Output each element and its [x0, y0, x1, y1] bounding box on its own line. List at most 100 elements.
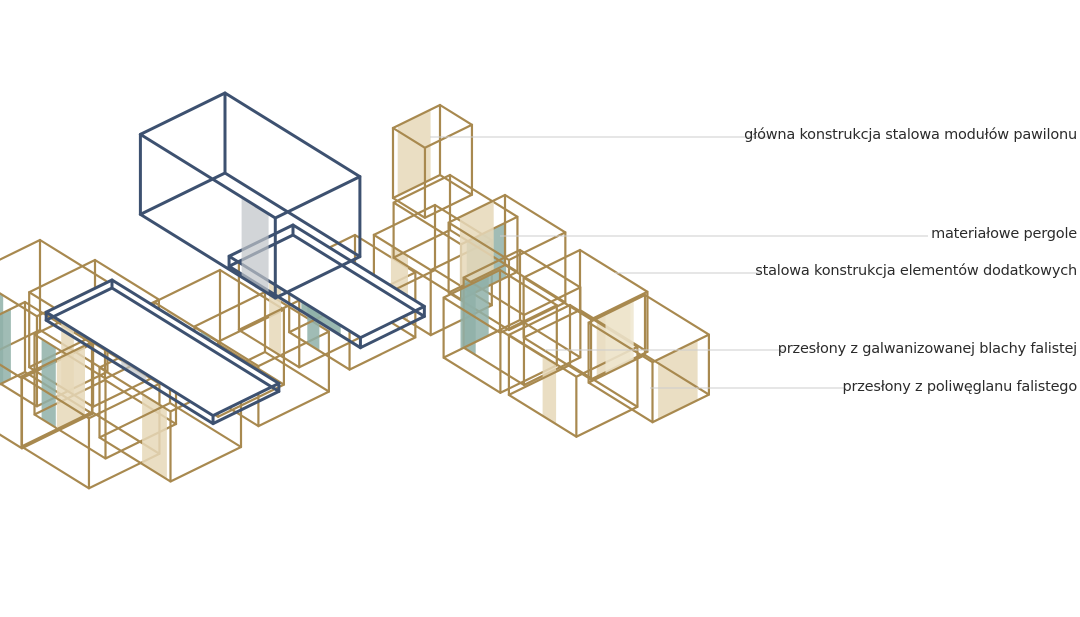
secondary-module-5-edge-5	[87, 382, 161, 420]
secondary-module-19-edge-1	[651, 393, 711, 424]
main-module-lower-edge-2	[44, 318, 215, 426]
secondary-module-12-panel-0	[397, 109, 431, 196]
secondary-module-14-edge-4	[503, 193, 567, 234]
secondary-module-12-edge-3	[391, 173, 442, 200]
secondary-module-15-edge-7	[462, 248, 522, 279]
main-module-upper-edge-7	[138, 91, 227, 136]
secondary-module-19-edge-3	[587, 353, 647, 384]
secondary-module-12-edge-4	[438, 103, 474, 126]
secondary-module-2-edge-6	[0, 363, 24, 380]
secondary-module-17-edge-7	[522, 248, 582, 279]
secondary-module-18-edge-6	[507, 333, 578, 378]
main-module-lower-edge-0	[110, 286, 281, 393]
secondary-module-13-edge-6	[392, 201, 463, 246]
secondary-module-19-panel-0	[658, 340, 698, 420]
secondary-module-19-edge-4	[643, 293, 711, 336]
label-additional-steel-structure: stalowa konstrukcja elementów dodatkowyc…	[755, 263, 1077, 279]
main-module-upper-edge-1	[273, 255, 362, 300]
secondary-module-16-edge-6	[442, 296, 502, 334]
main-module-lower-edge-7	[44, 278, 114, 314]
main-module-middle-edge-0	[291, 233, 426, 318]
secondary-module-19-edge-5	[651, 333, 711, 364]
secondary-module-5-edge-7	[20, 340, 94, 378]
secondary-module-3-edge-4	[93, 258, 160, 301]
secondary-module-18-edge-7	[507, 303, 572, 336]
secondary-module-1-edge-2	[0, 382, 39, 408]
secondary-module-1-edge-6	[0, 292, 39, 318]
secondary-module-16-edge-7	[442, 268, 502, 299]
secondary-module-17-edge-2	[522, 336, 593, 381]
main-module-middle-panel-0	[301, 301, 341, 336]
secondary-module-6-edge-6	[98, 366, 172, 413]
secondary-module-5-panel-0	[56, 345, 85, 430]
label-main-steel-structure: główna konstrukcja stalowa modułów pawil…	[744, 127, 1077, 143]
secondary-module-12-edge-5	[423, 123, 474, 149]
secondary-module-16-edge-4	[498, 268, 558, 307]
main-module-middle-edge-4	[291, 223, 426, 308]
main-module-lower-edge-1	[211, 389, 281, 426]
secondary-module-10-edge-2	[288, 331, 351, 371]
secondary-module-7-edge-7	[153, 268, 222, 304]
secondary-module-6-edge-2	[98, 436, 172, 483]
secondary-module-16-edge-3	[442, 328, 502, 359]
secondary-module-16-edge-2	[442, 356, 502, 394]
secondary-module-6-edge-0	[168, 401, 243, 449]
secondary-module-14-edge-6	[447, 221, 511, 262]
secondary-module-5-edge-3	[20, 410, 94, 448]
secondary-module-1-edge-4	[38, 238, 109, 283]
secondary-module-12-edge-6	[391, 126, 427, 149]
secondary-module-3-edge-1	[91, 373, 160, 408]
secondary-module-18-edge-1	[575, 405, 639, 438]
secondary-module-7-edge-1	[217, 383, 285, 418]
main-module-upper-panel-0	[241, 197, 269, 294]
main-module-upper-edge-2	[138, 212, 277, 300]
secondary-module-19-edge-7	[587, 293, 647, 324]
secondary-module-17-edge-6	[522, 276, 593, 321]
main-module-lower-edge-3	[44, 286, 114, 322]
secondary-module-4-panel-0	[41, 338, 56, 428]
main-module-upper-edge-6	[138, 132, 277, 220]
secondary-module-6-edge-3	[98, 401, 172, 439]
secondary-module-12-edge-1	[423, 193, 474, 219]
secondary-module-12-edge-7	[391, 103, 442, 130]
secondary-module-4-edge-2	[33, 413, 107, 460]
secondary-module-8-edge-6	[193, 325, 260, 368]
secondary-module-17-edge-4	[578, 248, 649, 293]
main-module-upper-edge-3	[138, 171, 227, 216]
secondary-module-6-panel-0	[142, 393, 167, 480]
secondary-module-19-edge-2	[587, 381, 654, 424]
secondary-module-2-edge-1	[20, 412, 94, 450]
secondary-module-15-edge-4	[518, 248, 582, 289]
secondary-module-18-edge-0	[568, 363, 639, 408]
secondary-module-5-edge-2	[20, 445, 91, 490]
main-module-middle-edge-5	[358, 304, 426, 340]
secondary-module-16-panel-0	[460, 275, 489, 350]
secondary-module-8-edge-1	[257, 390, 330, 428]
secondary-module-2-edge-2	[0, 433, 24, 450]
secondary-module-8-edge-7	[193, 290, 267, 328]
secondary-module-5-edge-6	[20, 375, 91, 420]
secondary-module-14-edge-3	[447, 263, 507, 294]
secondary-module-2-edge-3	[0, 370, 27, 386]
secondary-module-13-edge-4	[448, 173, 519, 218]
label-polycarbonate-screens: przesłony z poliwęglanu falistego	[842, 379, 1077, 395]
main-module-middle-edge-1	[358, 314, 426, 350]
secondary-module-15-edge-2	[462, 346, 526, 387]
label-fabric-pergolas: materiałowe pergole	[931, 226, 1077, 242]
main-module-lower-edge-5	[211, 381, 281, 418]
secondary-module-7-edge-0	[218, 343, 285, 386]
secondary-module-10-edge-1	[348, 336, 417, 371]
main-module-upper-edge-4	[223, 91, 362, 179]
main-module-lower-edge-4	[110, 278, 281, 385]
secondary-module-13-edge-3	[392, 228, 452, 259]
main-module-lower-edge-6	[44, 310, 215, 418]
secondary-module-3-edge-7	[28, 258, 97, 294]
secondary-module-18-edge-3	[507, 363, 572, 396]
secondary-module-6-edge-1	[169, 445, 243, 483]
secondary-module-14-edge-5	[507, 231, 567, 262]
main-module-upper-edge-0	[223, 171, 362, 259]
main-module-upper-edge-5	[273, 175, 362, 220]
secondary-module-16-edge-5	[499, 304, 558, 334]
secondary-module-18-panel-0	[542, 355, 557, 425]
